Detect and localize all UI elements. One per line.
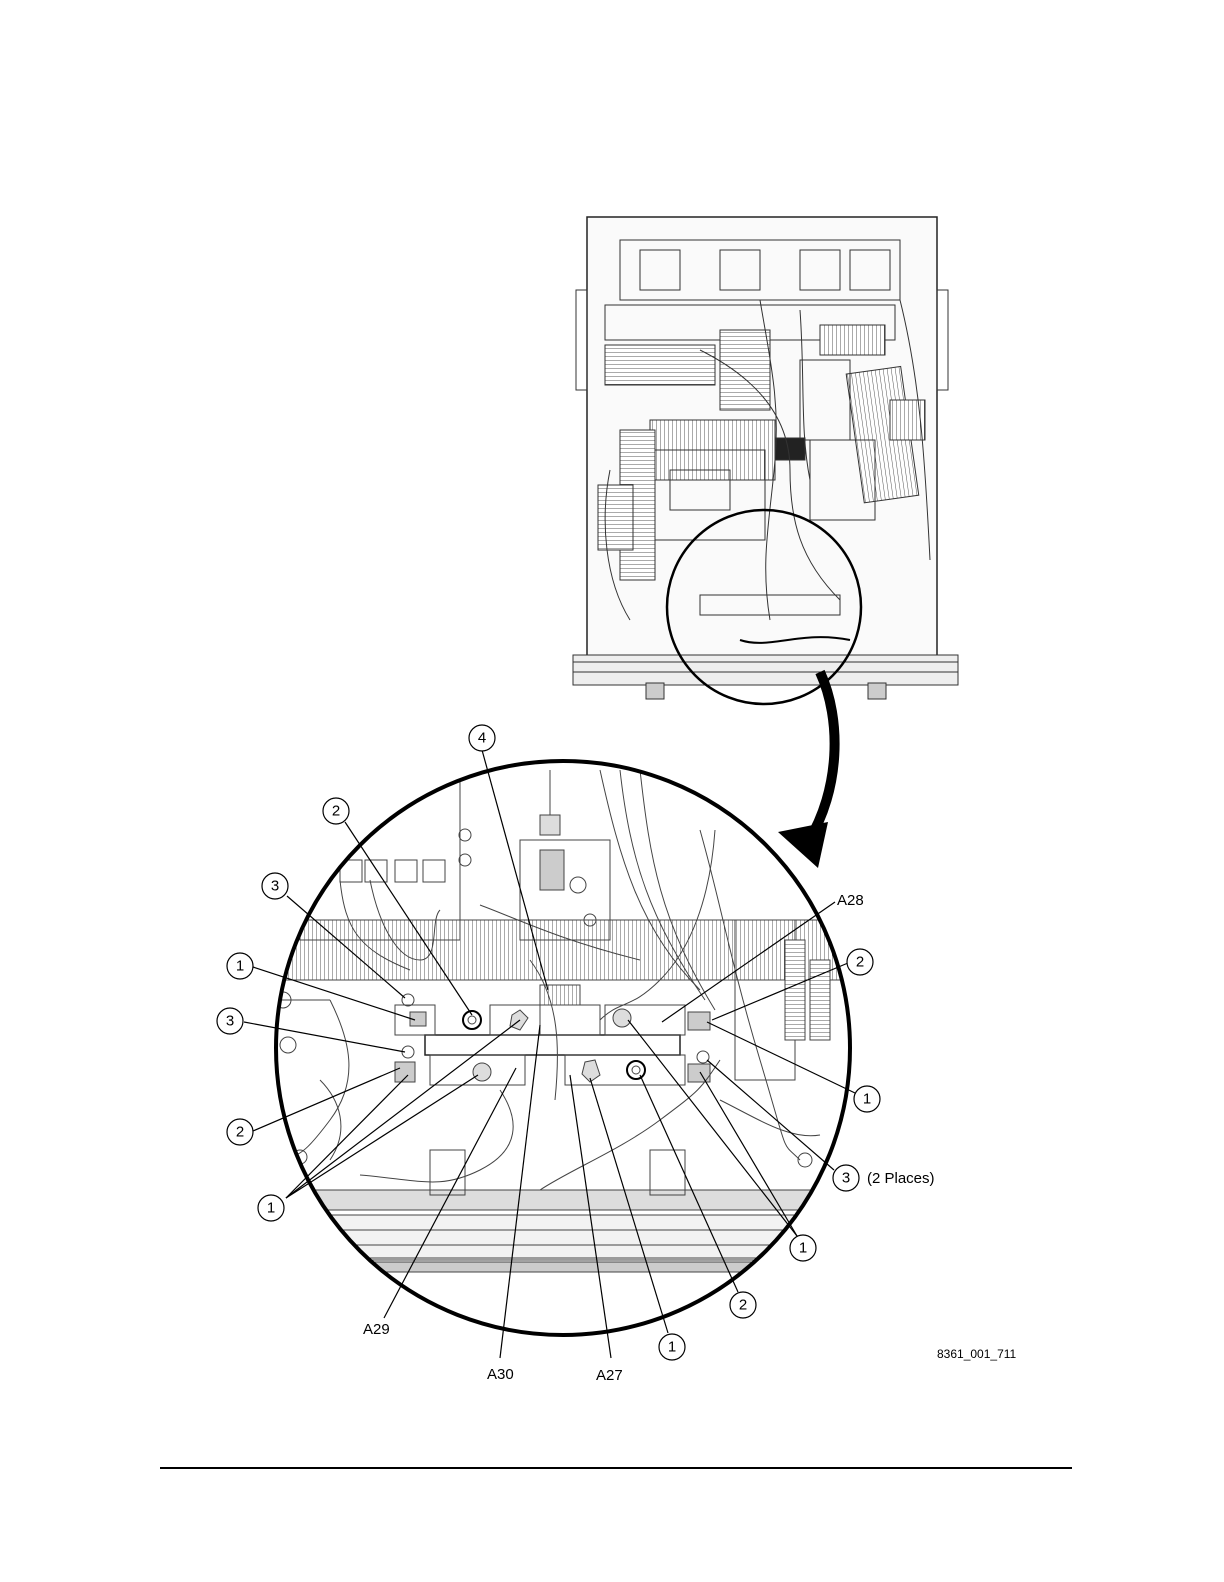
callout-1-right: 1 (854, 1086, 880, 1112)
callout-3-top-label: 3 (271, 878, 279, 895)
callout-2-bottom-label: 2 (739, 1297, 747, 1314)
callout-1-left: 1 (227, 953, 253, 979)
callout-3-left-label: 3 (226, 1013, 234, 1030)
callout-4: 4 (469, 725, 495, 751)
footer-rule (160, 1467, 1072, 1469)
callout-2-bottom: 2 (730, 1292, 756, 1318)
callout-1-bottom-right-label: 1 (799, 1240, 807, 1257)
callout-3-top: 3 (262, 873, 288, 899)
label-a27: A27 (596, 1367, 623, 1384)
callout-1-bottom: 1 (659, 1334, 685, 1360)
callout-4-label: 4 (478, 730, 486, 747)
callout-1-right-label: 1 (863, 1091, 871, 1108)
callout-2-left-label: 2 (236, 1124, 244, 1141)
callout-2-top-label: 2 (332, 803, 340, 820)
callout-2-right: 2 (847, 949, 873, 975)
label-a30: A30 (487, 1366, 514, 1383)
callout-3-right-label: 3 (842, 1170, 850, 1187)
label-a29: A29 (363, 1321, 390, 1338)
detail-view (260, 761, 880, 1335)
callout-1-bottom-right: 1 (790, 1235, 816, 1261)
callout-1-bottom-left: 1 (258, 1195, 284, 1221)
callout-2-right-label: 2 (856, 954, 864, 971)
figure-id: 8361_001_711 (937, 1347, 1017, 1361)
callout-2-left: 2 (227, 1119, 253, 1145)
callout-1-bottom-label: 1 (668, 1339, 676, 1356)
callout-3-right: 3 (833, 1165, 859, 1191)
callout-1-bottom-left-label: 1 (267, 1200, 275, 1217)
callout-3-left: 3 (217, 1008, 243, 1034)
callout-2-top: 2 (323, 798, 349, 824)
label-a28: A28 (837, 892, 864, 909)
instrument-overview (573, 217, 958, 704)
label-2-places: (2 Places) (867, 1170, 935, 1187)
callout-1-left-label: 1 (236, 958, 244, 975)
